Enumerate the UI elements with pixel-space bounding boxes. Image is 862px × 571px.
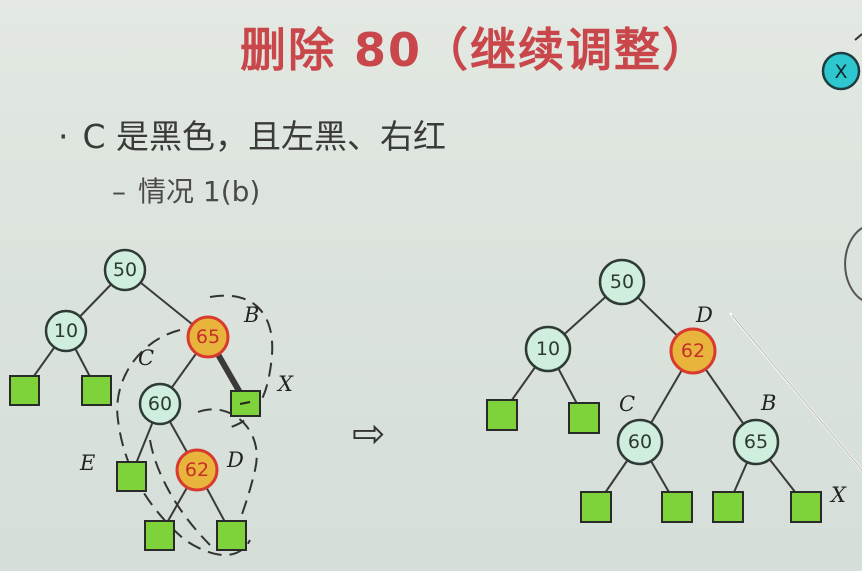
corner-arc: [844, 227, 862, 301]
left-node-60-label: 60: [148, 393, 172, 415]
left-node-62: 62: [175, 448, 219, 492]
left-label-x: X: [276, 372, 294, 396]
sub-bullet-marker: –: [112, 175, 126, 208]
sub-bullet-line: –情况 1(b): [112, 170, 260, 210]
right-node-50: 50: [598, 258, 646, 306]
right-label-d: D: [695, 303, 713, 327]
leaf-square: [486, 399, 518, 431]
left-node-65: 65: [186, 315, 230, 359]
right-label-b: B: [760, 391, 776, 415]
left-node-50: 50: [103, 248, 147, 292]
leaf-square: [661, 491, 693, 523]
left-node-10: 10: [44, 309, 88, 353]
right-node-62-label: 62: [681, 340, 705, 362]
transform-arrow: ⇨: [352, 411, 386, 457]
leaf-square: [81, 375, 112, 406]
right-node-50-label: 50: [610, 271, 634, 293]
left-label-d: D: [226, 448, 244, 472]
right-node-60-label: 60: [628, 431, 652, 453]
leaf-square: [9, 375, 40, 406]
leaf-square: [712, 491, 744, 523]
right-node-65-label: 65: [744, 431, 768, 453]
corner-node-label: X: [834, 61, 847, 83]
right-node-10-label: 10: [536, 338, 560, 360]
corner-node-x: X: [821, 33, 862, 301]
left-label-e: E: [79, 451, 95, 475]
left-node-60: 60: [138, 382, 182, 426]
right-label-x: X: [829, 483, 847, 507]
leaf-square: [144, 520, 175, 551]
leaf-square: [580, 491, 612, 523]
leaf-square: [790, 491, 822, 523]
bullet-line: · C 是黑色，且左黑、右红: [58, 110, 446, 158]
right-tree: 50 10 62 60 65: [486, 258, 847, 523]
leaf-square: [568, 402, 600, 434]
right-node-62: 62: [669, 327, 717, 375]
left-node-50-label: 50: [113, 259, 137, 281]
left-node-65-label: 65: [196, 326, 220, 348]
left-tree-edges: [23, 269, 233, 536]
left-node-62-label: 62: [185, 459, 209, 481]
right-tree-leaves: [486, 399, 822, 523]
leaf-x-mark: [239, 401, 251, 405]
leaf-square: [216, 520, 247, 551]
right-node-65: 65: [732, 418, 780, 466]
left-tree: 50 10 65 60 62: [9, 248, 294, 556]
left-label-c: C: [138, 346, 154, 370]
right-node-60: 60: [616, 418, 664, 466]
right-node-10: 10: [524, 325, 572, 373]
bullet-marker: ·: [58, 117, 69, 156]
sub-bullet-text: 情况 1(b): [138, 175, 261, 208]
left-tree-leaves: [9, 375, 261, 551]
left-node-10-label: 10: [54, 320, 78, 342]
bullet-text: C 是黑色，且左黑、右红: [82, 117, 447, 156]
slide-title: 删除 80（继续调整）: [240, 23, 711, 77]
leaf-square: [116, 461, 147, 492]
left-label-b: B: [243, 303, 259, 327]
right-label-c: C: [619, 392, 635, 416]
